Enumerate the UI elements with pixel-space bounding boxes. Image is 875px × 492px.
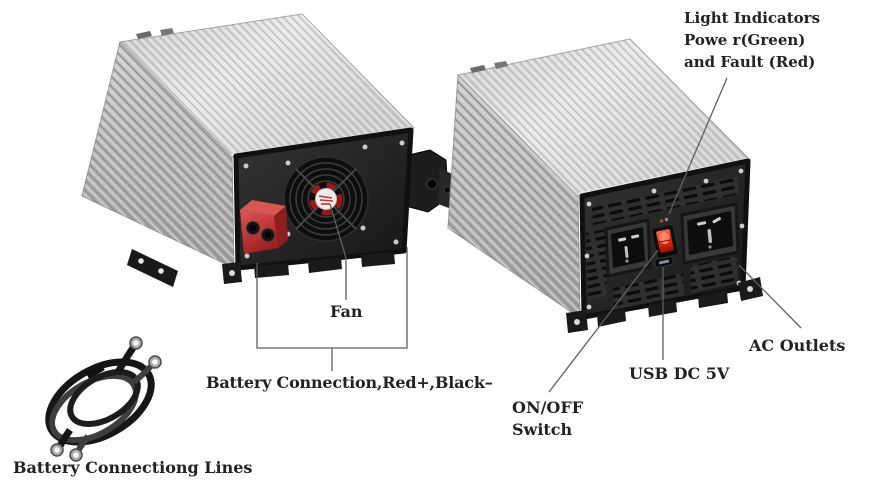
vent-louvers <box>586 176 739 310</box>
label-ac-outlets: AC Outlets <box>749 336 846 355</box>
fan-guard-rings <box>289 162 363 236</box>
status-led-indicators <box>659 217 669 223</box>
label-onoff-switch: ON/OFF Switch <box>512 397 583 441</box>
ac-outlet-right <box>680 202 740 265</box>
case-tab <box>470 65 486 73</box>
panel-screws <box>243 140 405 259</box>
foot-hole <box>747 286 753 292</box>
front-panel-feet <box>566 277 763 333</box>
fan-blades <box>309 182 343 216</box>
case-tab <box>494 61 508 69</box>
fan-hub-marking <box>318 195 334 205</box>
cooling-fan <box>283 144 369 242</box>
right-unit-side-fins <box>448 75 580 318</box>
foot-hole <box>229 270 235 276</box>
label-battery-connection: Battery Connection,Red+,Black– <box>206 373 493 392</box>
label-battery-lines: Battery Connectiong Lines <box>13 458 253 477</box>
label-light-indicators-line3: and Fault (Red) <box>684 53 816 71</box>
cable-tie <box>85 363 105 379</box>
rear-panel-feet <box>222 252 395 284</box>
left-unit-top-ridges <box>120 14 414 157</box>
leader-light-indicators <box>668 77 728 215</box>
ac-outlet-left <box>604 218 652 278</box>
label-usb: USB DC 5V <box>629 364 730 383</box>
label-light-indicators: Light Indicators Powe r(Green) and Fault… <box>684 7 820 73</box>
inverter-front-view <box>447 38 763 333</box>
foot-hole <box>574 319 580 325</box>
ring-terminals <box>50 336 162 462</box>
leader-lines <box>256 77 802 393</box>
label-light-indicators-line1: Light Indicators <box>684 9 821 27</box>
battery-terminal-red <box>240 200 288 254</box>
usb-port <box>654 256 674 268</box>
left-unit-side-fins <box>82 42 234 268</box>
label-onoff-line1: ON/OFF <box>512 398 584 417</box>
battery-cables <box>45 336 162 462</box>
fan-hub <box>315 188 337 210</box>
panel-screws <box>584 168 745 310</box>
left-unit-side-ears <box>127 249 178 287</box>
label-light-indicators-line2: Powe r(Green) <box>684 31 806 49</box>
right-unit-top-ridges <box>458 39 750 196</box>
inverter-rear-view <box>81 13 456 287</box>
power-switch <box>651 224 680 259</box>
label-fan: Fan <box>330 302 363 321</box>
fan-guard-screws <box>285 144 368 237</box>
leader-fan <box>329 203 347 300</box>
label-onoff-line2: Switch <box>512 420 573 439</box>
leader-ac-outlets <box>738 264 802 329</box>
case-tab <box>136 31 152 39</box>
leader-onoff-switch <box>548 249 659 393</box>
case-tab <box>160 28 174 36</box>
